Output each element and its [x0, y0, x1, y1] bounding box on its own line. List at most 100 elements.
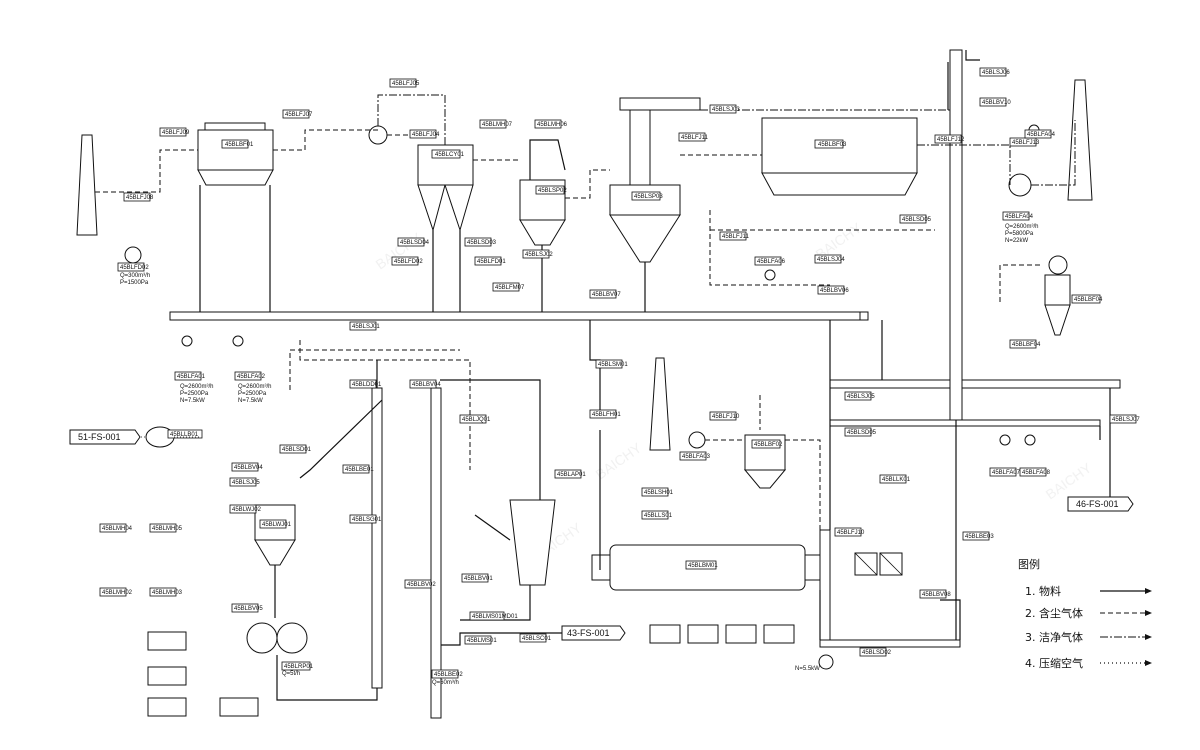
tag-fj11: 45BLFJ11 — [681, 135, 709, 141]
tag-box — [641, 487, 669, 497]
tag-be02: 45BLBE02 — [434, 672, 463, 678]
gas-duct-bf04 — [999, 264, 1040, 305]
note-q: Q=5t/h — [282, 671, 300, 677]
bottom-screw-conveyor — [819, 639, 961, 648]
tag-box — [844, 391, 872, 401]
spec-notes: Q=2600m³/h P=2500Pa N=7.5kW Q=2600m³/h P… — [120, 224, 1039, 686]
bf04-cone — [1044, 304, 1071, 336]
mat-elev1-top — [965, 50, 980, 61]
legend-item-1-label: 1. 物料 — [1025, 584, 1061, 598]
tag-be01: 45BLBE01 — [345, 467, 374, 473]
tag-fa01: 45BLFA01 — [177, 374, 206, 380]
tag-fa02: 45BLFA02 — [237, 374, 266, 380]
tag-box — [174, 371, 202, 381]
bf03-hoppers — [761, 172, 918, 196]
tag-sj06: 45BLSJ06 — [982, 70, 1010, 76]
offpage-right[interactable]: 46-FS-001 — [1067, 496, 1134, 512]
motor-box — [147, 631, 187, 651]
tag-fd02: 45BLFD02 — [394, 259, 423, 265]
cyclone-1-cone — [417, 184, 446, 232]
tag-box — [159, 127, 187, 137]
tag-sm01: 45BLSM01 — [598, 362, 628, 368]
tag-box — [934, 134, 962, 144]
bag-filter-bf04 — [1044, 274, 1071, 306]
bf04-label: 45BLBF04 — [1074, 297, 1103, 303]
bf01-label-box — [221, 139, 249, 149]
legend-arrow-icon — [1145, 660, 1152, 666]
tag-box — [962, 531, 990, 541]
tag-group: 45BLFJ09 45BLFJ08 45BLFJ07 45BLFJ05 45BL… — [99, 67, 1140, 679]
bf04-label-box — [1071, 294, 1101, 304]
tag-mh06: 45BLMH06 — [537, 122, 568, 128]
bm01-label-box — [685, 560, 717, 570]
motor-box — [763, 624, 795, 644]
tag-box — [149, 587, 177, 597]
tag-box — [397, 237, 425, 247]
tag-sj02: 45BLSJ02 — [525, 252, 553, 258]
legend: 图例 1. 物料 2. 含尘气体 3. 洁净气体 4. 压缩空气 — [1018, 557, 1152, 670]
tag-box — [231, 603, 259, 613]
tag-box — [1109, 414, 1137, 424]
tag-fj10: 45BLFJ10 — [837, 530, 865, 536]
tag-box — [229, 504, 257, 514]
tag-box — [1009, 339, 1037, 349]
tag-mh03: 45BLMH03 — [152, 590, 183, 596]
mat-roller-elev — [276, 655, 378, 701]
tag-box — [679, 451, 707, 461]
note-p: P=1500Pa — [120, 280, 149, 286]
note-p: P=2500Pa — [180, 391, 209, 397]
fan-bf04 — [1048, 255, 1068, 275]
fan-fa08 — [1024, 434, 1036, 446]
tag-box — [234, 371, 262, 381]
tag-box — [464, 237, 492, 247]
bf03-label-box — [814, 139, 844, 149]
v-separator — [509, 499, 556, 586]
pipe-joint — [859, 311, 869, 321]
tag-sj03: 45BLSJ03 — [712, 107, 740, 113]
bag-filter-bf01 — [197, 129, 274, 171]
note-p: P=5800Pa — [1005, 231, 1034, 237]
tag-box — [149, 523, 177, 533]
note-q: Q=2600m³/h — [238, 384, 272, 390]
motor-box — [649, 624, 681, 644]
offpage-bottom[interactable]: 43-FS-001 — [561, 625, 626, 641]
mill-outlet — [804, 554, 821, 581]
gas-duct-bf01-out — [273, 129, 378, 151]
offpage-right-box — [1067, 496, 1134, 512]
bucket-elevator-1 — [949, 49, 963, 421]
tag-jq01: 45BLJQ01 — [462, 417, 491, 423]
tag-box — [534, 119, 562, 129]
tag-box — [859, 647, 887, 657]
tag-mh07: 45BLMH07 — [482, 122, 513, 128]
offpage-left-box — [69, 429, 141, 445]
fan-fa01 — [181, 335, 193, 347]
clean-gas-cy-top — [377, 94, 446, 145]
note-q: Q=60m³/h — [432, 680, 459, 686]
legend-arrow-icon — [1145, 588, 1152, 594]
ap01-label-box — [554, 469, 582, 479]
offpage-left[interactable]: 51-FS-001 — [69, 429, 141, 445]
tag-box — [123, 192, 151, 202]
tag-box — [474, 256, 502, 266]
tag-box — [879, 474, 907, 484]
tag-box — [979, 67, 1007, 77]
cy01-label: 45BLCY01 — [435, 152, 465, 158]
tag-box — [754, 256, 782, 266]
tag-box — [1019, 467, 1047, 477]
fan-fm01 — [368, 125, 388, 145]
sp02-label: 45BLSP02 — [538, 188, 567, 194]
sp03-label: 45BLSP03 — [634, 194, 663, 200]
fan-fa07 — [999, 434, 1011, 446]
rp01-label-box — [281, 661, 311, 671]
tag-box — [459, 414, 487, 424]
tag-box — [342, 464, 370, 474]
tag-box — [899, 214, 927, 224]
motor-box — [725, 624, 757, 644]
tag-sj04: 45BLSJ04 — [817, 257, 845, 263]
tag-box — [814, 254, 842, 264]
tag-box — [589, 289, 617, 299]
stack-mid — [649, 357, 671, 451]
separator-sp02-cone — [519, 219, 566, 246]
main-header-pipe — [169, 311, 861, 321]
